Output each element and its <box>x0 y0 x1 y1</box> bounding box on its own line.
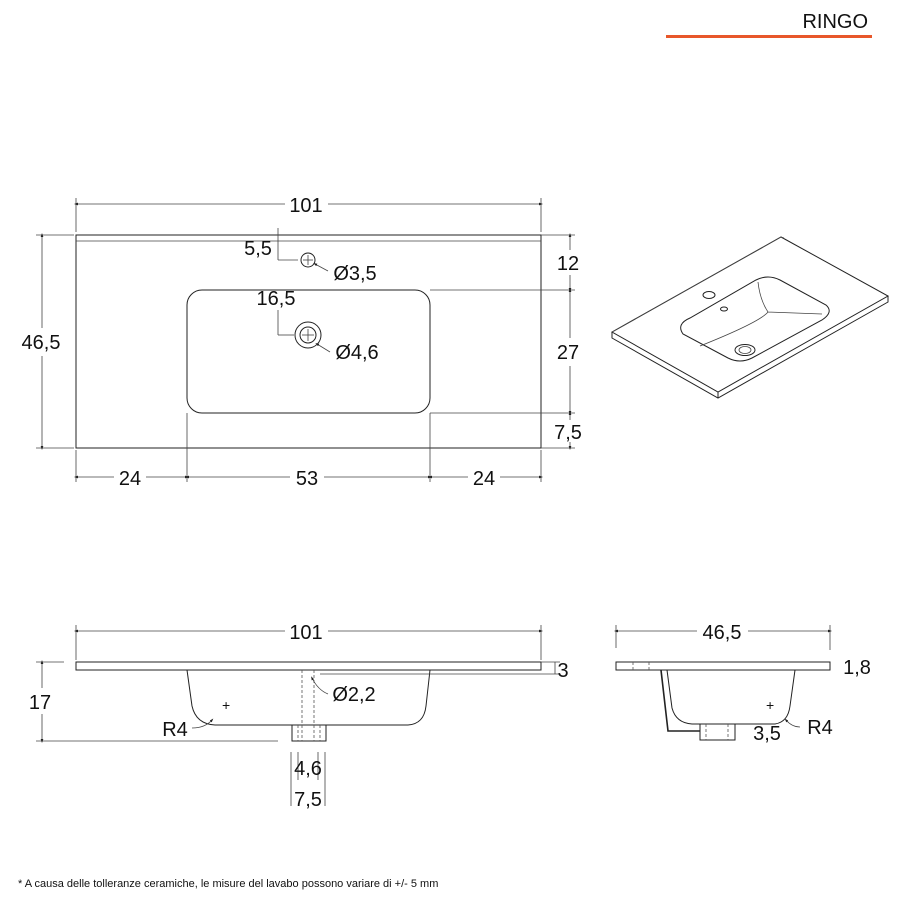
side-basin <box>666 669 796 725</box>
side-center-mark: + <box>766 697 774 713</box>
side-view: + 46,5 1,8 3,5 R4 <box>614 622 871 745</box>
dim-side-thickness: 1,8 <box>843 657 871 679</box>
dim-overflow-hole: Ø2,2 <box>332 684 375 706</box>
header: RINGO <box>666 11 872 38</box>
dim-tap-hole: Ø3,5 <box>333 263 376 285</box>
countertop-outline <box>75 234 542 449</box>
dim-height: 17 <box>29 692 51 714</box>
dim-side-depth: 46,5 <box>703 622 742 644</box>
dim-width: 101 <box>289 195 322 217</box>
basin-outline <box>186 289 431 414</box>
dim-side-radius: R4 <box>807 717 833 739</box>
dim-right-margin: 24 <box>473 468 495 490</box>
dim-left-margin: 24 <box>119 468 141 490</box>
dim-tap-offset: 5,5 <box>244 238 272 260</box>
dim-drain-offset: 16,5 <box>257 288 296 310</box>
dim-basin-width: 53 <box>296 468 318 490</box>
dim-drain-height: 3,5 <box>753 723 781 745</box>
dim-drain-inner: 4,6 <box>294 758 322 780</box>
dim-drain-outer: 7,5 <box>294 789 322 811</box>
top-view: 101 46,5 5,5 Ø3,5 16,5 Ø4,6 12 27 7,5 <box>22 195 582 490</box>
footnote: * A causa delle tolleranze ceramiche, le… <box>18 878 438 890</box>
front-slab <box>75 661 542 671</box>
product-title: RINGO <box>802 11 868 33</box>
tap-hole <box>300 252 316 268</box>
title-underline <box>666 35 872 38</box>
isometric-view <box>610 236 890 399</box>
dim-radius: R4 <box>162 719 188 741</box>
side-slab <box>615 661 831 671</box>
dim-depth: 46,5 <box>22 332 61 354</box>
dim-front-margin: 7,5 <box>554 422 582 444</box>
dim-drain-hole: Ø4,6 <box>335 342 378 364</box>
drain-hole <box>294 321 322 349</box>
front-view: + 101 17 3 Ø2,2 R4 4,6 7,5 <box>29 622 569 811</box>
dim-back-margin: 12 <box>557 253 579 275</box>
center-mark: + <box>222 697 230 713</box>
dim-front-width: 101 <box>289 622 322 644</box>
dim-thickness: 3 <box>557 660 568 682</box>
dim-basin-depth: 27 <box>557 342 579 364</box>
